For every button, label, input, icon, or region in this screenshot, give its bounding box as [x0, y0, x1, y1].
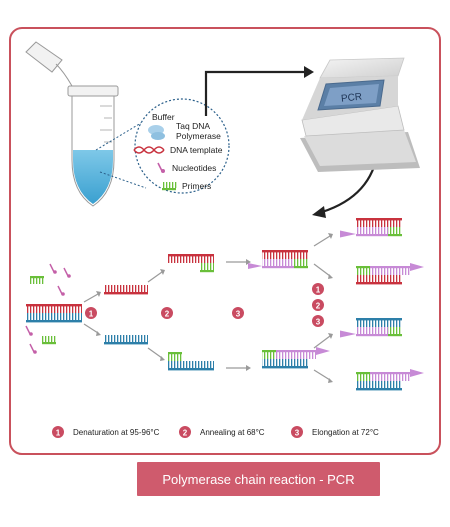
- svg-text:1: 1: [56, 429, 61, 438]
- thermocycler-icon: [300, 57, 420, 172]
- badge-cycle-1: 1: [312, 283, 324, 295]
- cycle2-product-1: [340, 218, 402, 238]
- zoom-line-top: [95, 119, 147, 151]
- arrow-cycle2-b: [313, 263, 333, 279]
- cycle2-product-2: [356, 263, 424, 285]
- primer-icon: [162, 182, 177, 191]
- elongated-top: [248, 250, 308, 269]
- nucleotide-icon: [157, 162, 165, 173]
- annealed-bottom: [168, 352, 214, 371]
- thermocycler-screen-label: PCR: [341, 92, 363, 105]
- legend-item-annealing: 2 Annealing at 68°C: [179, 426, 265, 438]
- arrow-elongate-top: [226, 259, 251, 265]
- legend-label-elongation: Elongation at 72°C: [312, 428, 379, 437]
- figure-caption: Polymerase chain reaction - PCR: [137, 462, 380, 496]
- svg-text:2: 2: [165, 310, 170, 319]
- badge-step-3: 3: [232, 307, 244, 319]
- cycle2-product-4: [356, 369, 424, 391]
- svg-text:1: 1: [316, 286, 321, 295]
- elongated-bottom: [262, 347, 330, 369]
- arrow-denature-bottom: [83, 323, 101, 336]
- nucleotide-5: [29, 343, 37, 354]
- badge-step-2: 2: [161, 307, 173, 319]
- arrow-cycle2-d: [313, 369, 333, 383]
- arrow-denature-top: [83, 291, 101, 303]
- svg-text:3: 3: [295, 429, 300, 438]
- arrow-cycle2-a: [313, 233, 333, 247]
- nucleotide-4: [25, 325, 33, 336]
- arrow-anneal-top: [147, 269, 165, 283]
- nucleotide-2: [63, 267, 71, 278]
- callout-taq-line2: Polymerase: [176, 131, 221, 141]
- cycle2-product-3: [340, 318, 402, 338]
- polymerase-icon: [148, 125, 165, 140]
- free-primer-2: [42, 336, 56, 345]
- zoom-line-bottom: [99, 171, 147, 189]
- arrow-cycle2-c: [313, 333, 333, 349]
- single-strand-top: [104, 285, 148, 295]
- callout-taq-line1: Taq DNA: [176, 121, 210, 131]
- nucleotide-1: [49, 263, 57, 274]
- svg-text:3: 3: [236, 310, 241, 319]
- callout-primers: Primers: [182, 181, 211, 191]
- annealed-top: [168, 254, 214, 273]
- svg-text:2: 2: [316, 302, 321, 311]
- svg-text:1: 1: [89, 310, 94, 319]
- badge-step-1: 1: [85, 307, 97, 319]
- template-double-strand: [26, 304, 82, 323]
- arrow-to-thermocycler: [204, 66, 314, 116]
- svg-text:2: 2: [183, 429, 188, 438]
- legend-item-elongation: 3 Elongation at 72°C: [291, 426, 379, 438]
- legend-item-denaturation: 1 Denaturation at 95-96°C: [52, 426, 160, 438]
- arrow-elongate-bottom: [226, 365, 251, 371]
- badge-cycle-3: 3: [312, 315, 324, 327]
- callout-buffer: Buffer: [152, 112, 175, 122]
- single-strand-bottom: [104, 335, 148, 345]
- dna-helix-icon: [133, 146, 165, 154]
- callout-nucleotides: Nucleotides: [172, 163, 216, 173]
- tube-icon: [25, 41, 119, 207]
- svg-text:3: 3: [316, 318, 321, 327]
- legend-label-denaturation: Denaturation at 95-96°C: [73, 428, 160, 437]
- badge-cycle-2: 2: [312, 299, 324, 311]
- reagent-callout: [134, 98, 230, 194]
- legend-label-annealing: Annealing at 68°C: [200, 428, 265, 437]
- arrow-anneal-bottom: [147, 347, 165, 361]
- free-primer-1: [30, 276, 44, 284]
- nucleotide-3: [57, 285, 65, 296]
- callout-dna-template: DNA template: [170, 145, 223, 155]
